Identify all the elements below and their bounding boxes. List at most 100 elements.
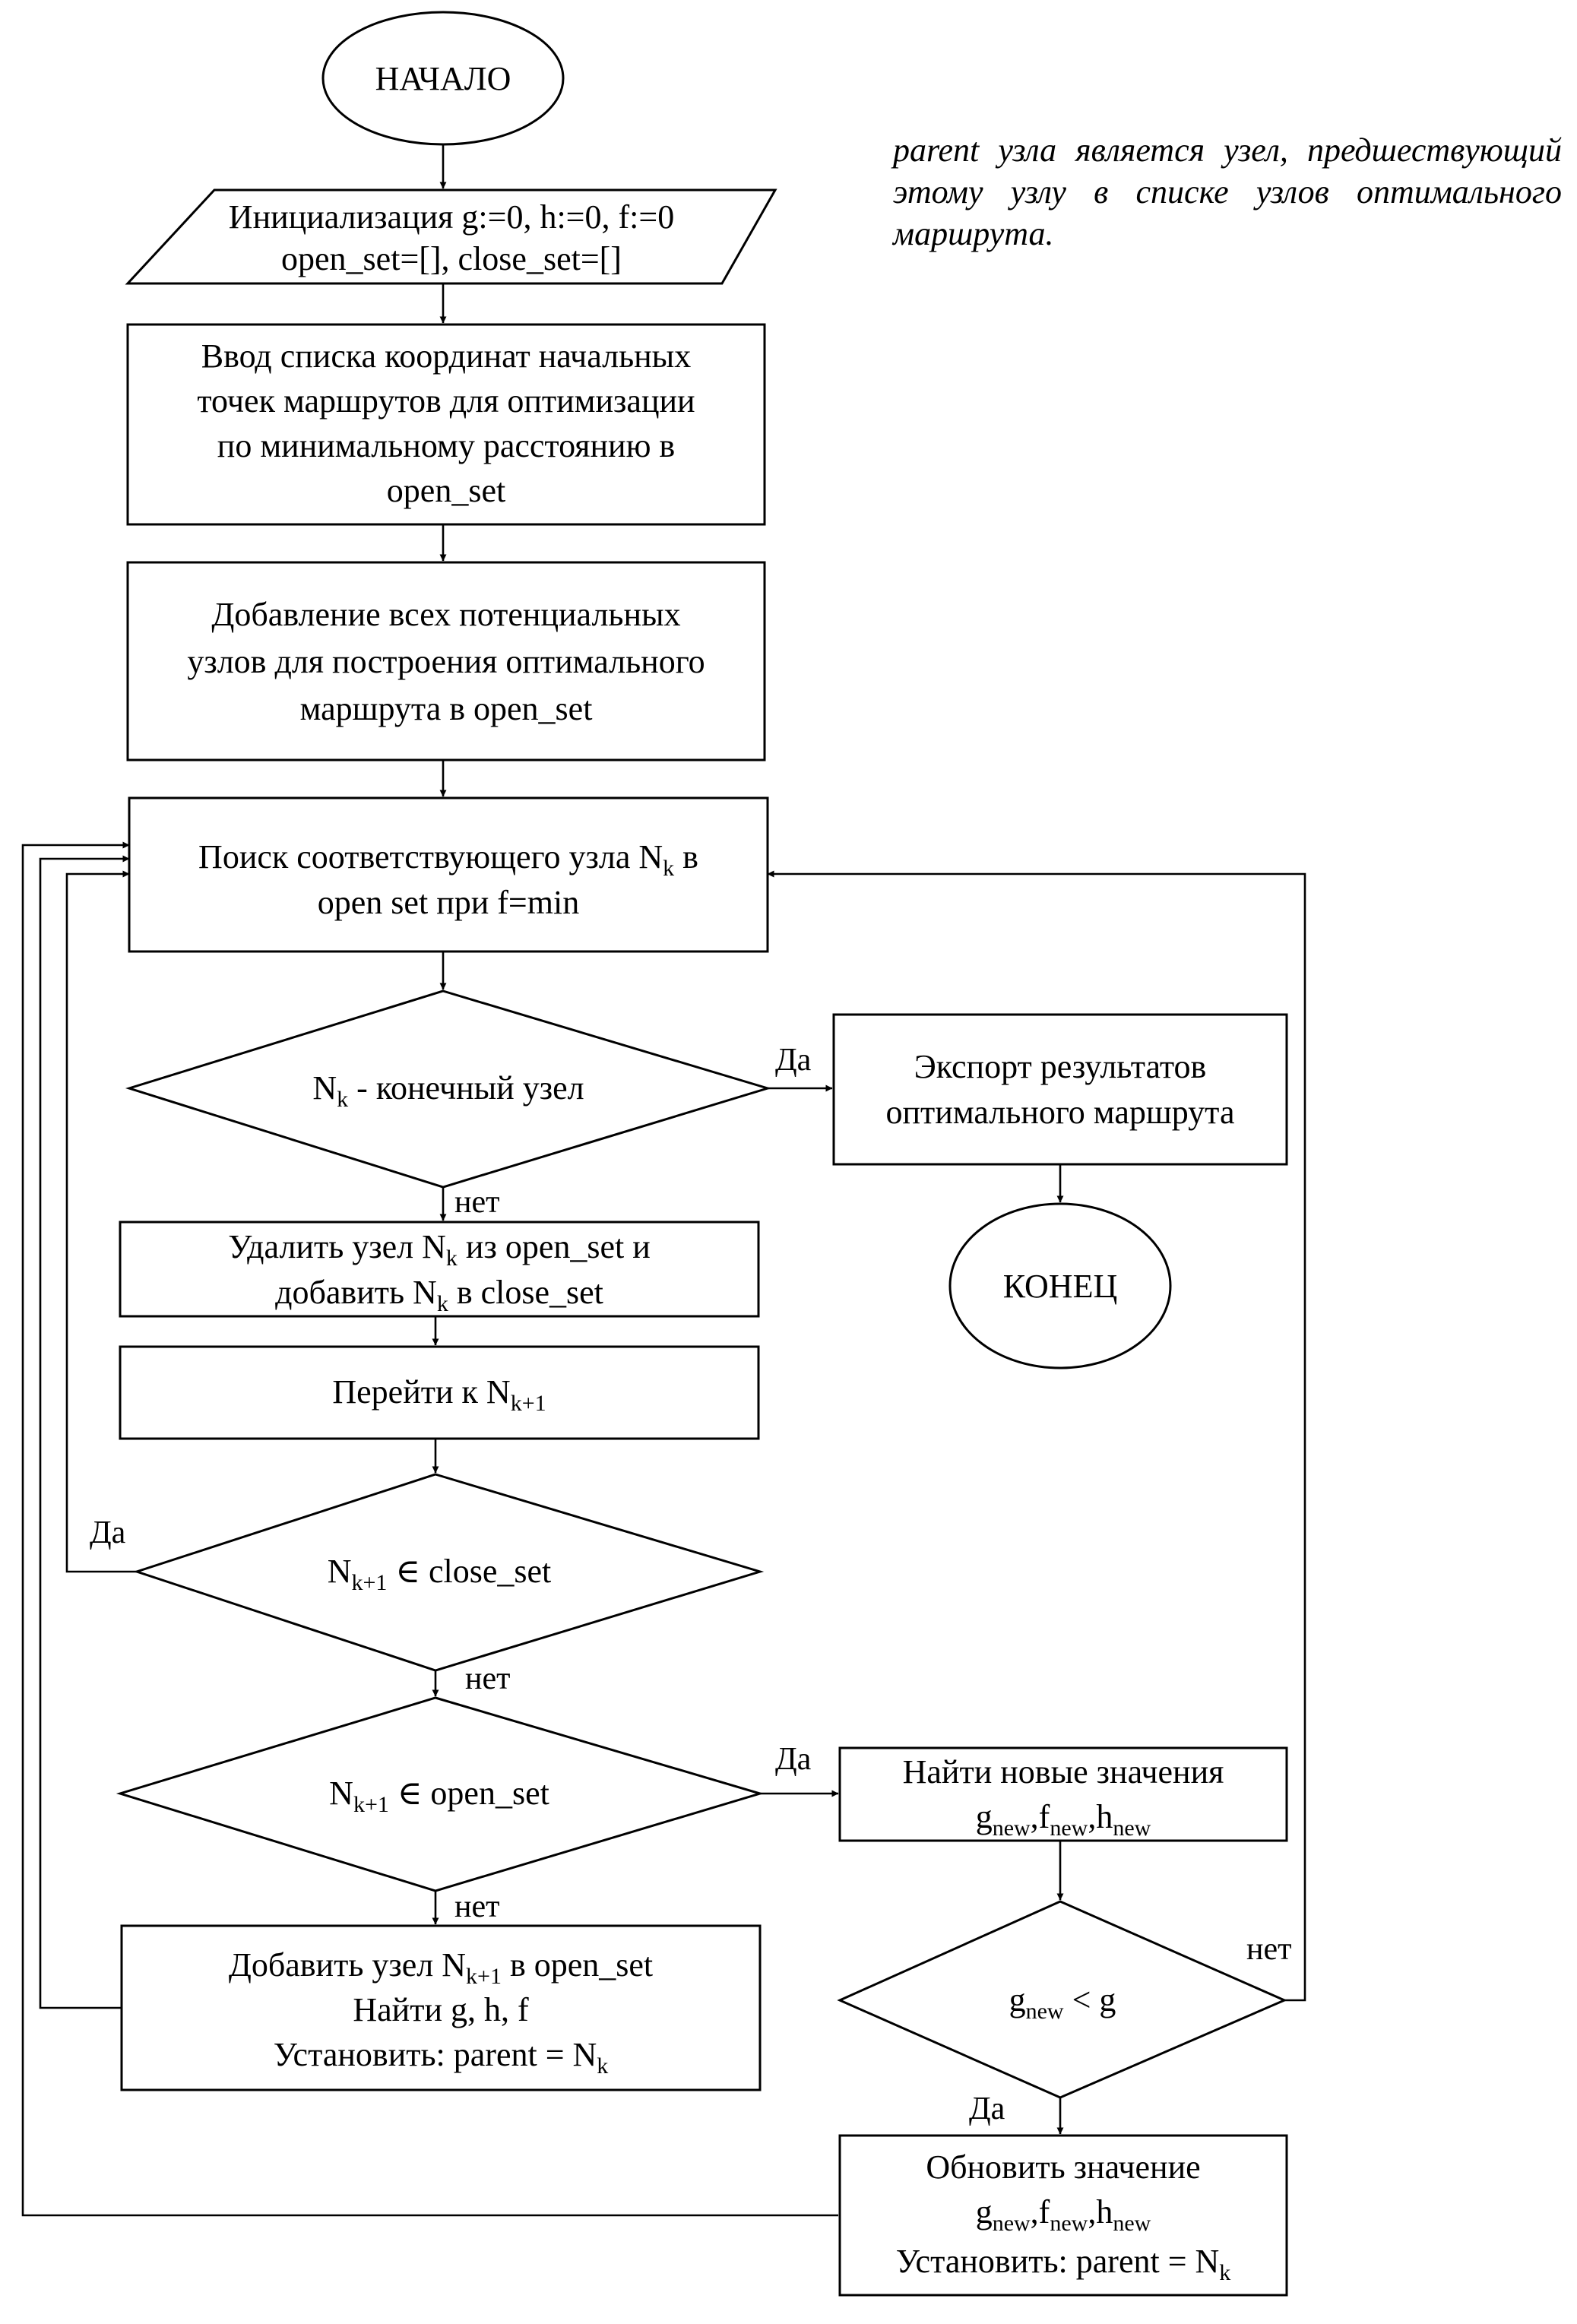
start-node: НАЧАЛО — [321, 11, 565, 146]
label-close-no: нет — [465, 1661, 510, 1696]
in-open-text: Nk+1 ∈ open_set — [329, 1775, 549, 1817]
in-close-node: Nk+1 ∈ close_set — [133, 1473, 765, 1672]
update-line-3-pre: Установить: parent = N — [896, 2243, 1220, 2280]
add-all-line-3: маршрута в open_set — [300, 690, 593, 727]
goto-rect — [119, 1345, 760, 1440]
add-node-line-1-sub: k+1 — [466, 1964, 502, 1989]
update-line-2: gnew,fnew,hnew — [976, 2193, 1151, 2236]
add-node-node: Добавить узел Nk+1 в open_set Найти g, h… — [120, 1924, 762, 2091]
init-node: Инициализация g:=0, h:=0, f:=0 open_set=… — [125, 188, 777, 285]
add-node-line-1: Добавить узел Nk+1 в open_set — [229, 1946, 653, 1989]
remove-line-2-post: в close_set — [448, 1274, 603, 1311]
label-compare-yes: Да — [969, 2091, 1005, 2126]
search-line-1: Поиск соответствующего узла Nk в — [198, 838, 698, 881]
find-new-h: h — [1096, 1798, 1113, 1835]
search-line-2: open set при f=min — [318, 884, 579, 921]
remove-rect — [119, 1221, 760, 1318]
edge-labels: Да нет Да нет Да нет нет Да — [90, 1043, 1291, 2126]
input-rect — [126, 323, 766, 526]
compare-text: gnew < g — [1009, 1981, 1116, 2024]
start-text: НАЧАЛО — [375, 60, 511, 97]
in-close-text: Nk+1 ∈ close_set — [328, 1553, 552, 1595]
in-open-sub: k+1 — [353, 1792, 389, 1817]
find-new-sep-2: , — [1088, 1798, 1096, 1835]
update-line-3-sub: k — [1219, 2260, 1230, 2285]
find-new-g: g — [976, 1798, 993, 1835]
note-line-2: предшествующий этому узлу в списке — [893, 131, 1563, 211]
is-final-n: N — [312, 1069, 337, 1107]
update-f-sub: new — [1050, 2211, 1088, 2236]
export-rect — [832, 1013, 1288, 1166]
find-new-f-sub: new — [1050, 1816, 1088, 1841]
add-all-rect — [126, 561, 766, 761]
label-final-no: нет — [454, 1185, 499, 1220]
add-all-line-2: узлов для построения оптимального — [187, 643, 705, 680]
in-open-n: N — [329, 1775, 353, 1812]
goto-pre: Перейти к N — [332, 1373, 510, 1411]
add-node-line-3: Установить: parent = Nk — [274, 2036, 609, 2079]
is-final-node: Nk - конечный узел — [125, 989, 772, 1189]
input-line-4: open_set — [387, 472, 505, 509]
export-line-2: оптимального маршрута — [886, 1094, 1235, 1131]
edge-addnode-search — [39, 855, 130, 2009]
label-close-yes: Да — [90, 1515, 126, 1550]
add-node-line-1-pre: Добавить узел N — [229, 1946, 466, 1984]
find-new-f: f — [1039, 1798, 1050, 1835]
label-open-yes: Да — [775, 1742, 812, 1777]
update-h-sub: new — [1113, 2211, 1151, 2236]
remove-line-2-pre: добавить N — [275, 1274, 437, 1311]
update-g-sub: new — [993, 2211, 1031, 2236]
input-node: Ввод списка координат начальных точек ма… — [126, 323, 766, 526]
goto-text: Перейти к Nk+1 — [332, 1373, 546, 1416]
goto-sub: k+1 — [511, 1391, 546, 1416]
export-node: Экспорт результатов оптимального маршрут… — [832, 1013, 1288, 1166]
remove-line-2: добавить Nk в close_set — [275, 1274, 603, 1316]
note-line-1: parent узла является узел, — [893, 131, 1288, 169]
goto-node: Перейти к Nk+1 — [119, 1345, 760, 1440]
label-compare-no: нет — [1246, 1932, 1291, 1967]
update-g: g — [976, 2193, 993, 2231]
in-open-diamond — [116, 1696, 765, 1892]
edge-inclose-yes-search — [65, 870, 137, 1573]
add-node-line-3-pre: Установить: parent = N — [274, 2036, 597, 2073]
edge-update-search — [21, 841, 838, 2217]
update-sep-2: , — [1088, 2193, 1096, 2231]
init-line-2: open_set=[], close_set=[] — [281, 240, 622, 277]
is-final-sub: k — [337, 1087, 348, 1112]
end-ellipse — [948, 1202, 1172, 1369]
compare-g: g — [1009, 1981, 1026, 2018]
update-line-1: Обновить значение — [926, 2148, 1200, 2186]
end-node: КОНЕЦ — [948, 1202, 1172, 1369]
remove-line-1-pre: Удалить узел N — [228, 1228, 446, 1265]
remove-node: Удалить узел Nk из open_set и добавить N… — [119, 1221, 760, 1318]
find-new-line-1: Найти новые значения — [903, 1753, 1224, 1790]
in-close-rest: ∈ close_set — [387, 1553, 551, 1590]
note-line-3: узлов оптимального маршрута. — [893, 173, 1563, 252]
remove-line-1: Удалить узел Nk из open_set и — [228, 1228, 651, 1271]
search-rect — [128, 796, 769, 953]
add-node-rect — [120, 1924, 762, 2091]
update-f: f — [1039, 2193, 1050, 2231]
find-new-rect — [838, 1746, 1288, 1842]
compare-node: gnew < g — [837, 1900, 1287, 2099]
find-new-h-sub: new — [1113, 1816, 1151, 1841]
init-parallelogram — [125, 188, 777, 285]
is-final-text: Nk - конечный узел — [312, 1069, 584, 1112]
add-all-line-1: Добавление всех потенциальных — [211, 596, 680, 633]
start-ellipse — [321, 11, 565, 146]
input-line-2: точек маршрутов для оптимизации — [197, 382, 695, 420]
update-line-3: Установить: parent = Nk — [896, 2243, 1231, 2285]
end-text: КОНЕЦ — [1003, 1268, 1117, 1305]
label-final-yes: Да — [775, 1043, 812, 1078]
search-line-1-post: в — [674, 838, 698, 875]
in-open-rest: ∈ open_set — [389, 1775, 549, 1812]
add-node-line-1-post: в open_set — [502, 1946, 653, 1984]
in-close-n: N — [328, 1553, 352, 1590]
compare-diamond — [837, 1900, 1287, 2099]
edge-compare-no-search — [767, 870, 1306, 2002]
search-line-1-sub: k — [663, 856, 674, 881]
in-open-node: Nk+1 ∈ open_set — [116, 1696, 765, 1892]
search-line-1-pre: Поиск соответствующего узла N — [198, 838, 663, 875]
find-new-g-sub: new — [993, 1816, 1031, 1841]
